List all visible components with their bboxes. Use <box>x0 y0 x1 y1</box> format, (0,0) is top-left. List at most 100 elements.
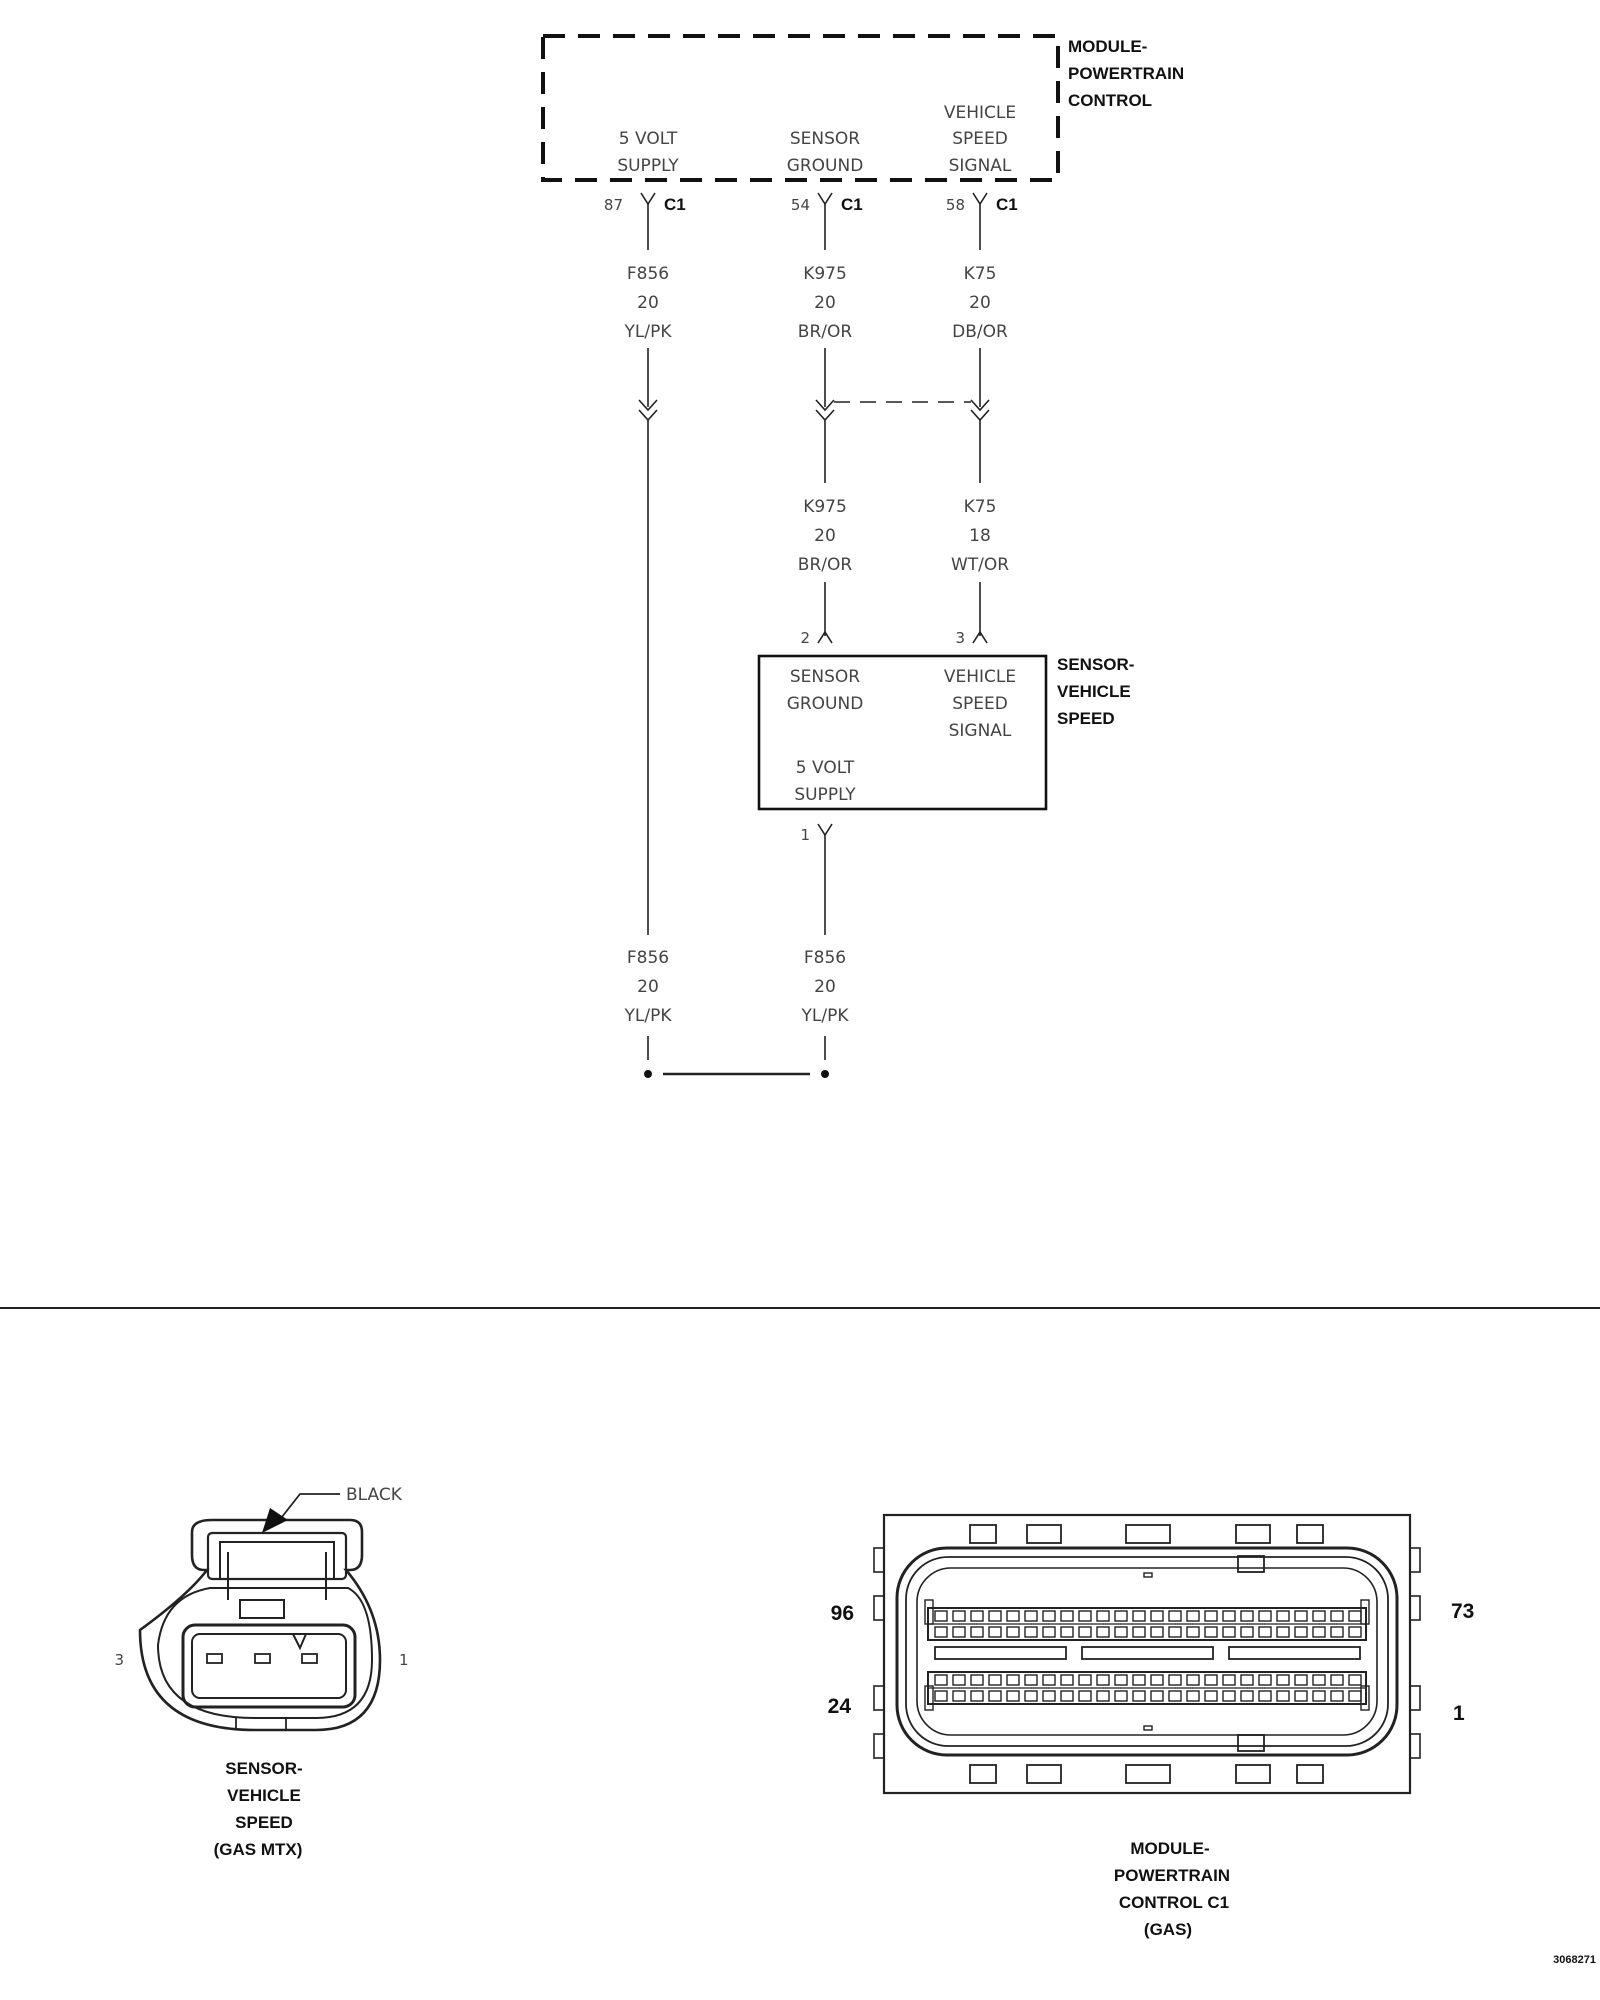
pin-cavity <box>1078 1610 1092 1622</box>
pin-cavity <box>1276 1610 1290 1622</box>
wire-upper-k75-circuit: K75 <box>964 264 997 284</box>
wire-middle-k75-color: WT/OR <box>951 555 1009 575</box>
pcm-pin-54-connector <box>817 192 833 250</box>
sensor-pin-3-connector <box>972 630 988 644</box>
pin-cavity <box>1096 1610 1110 1622</box>
pin-cavity <box>1204 1690 1218 1702</box>
wire-upper-f856-circuit: F856 <box>627 264 669 284</box>
pin-cavity <box>1348 1690 1362 1702</box>
pin-cavity <box>1312 1626 1326 1638</box>
wire-upper-f856-gauge: 20 <box>637 293 659 313</box>
pcm-pin-label-5v-2: SUPPLY <box>617 156 679 176</box>
splice-dot-left <box>644 1070 652 1078</box>
pin-cavity <box>1150 1626 1164 1638</box>
pin-cavity <box>1186 1690 1200 1702</box>
sensor-connector-caption-2: VEHICLE <box>227 1786 301 1805</box>
pin-cavity <box>1042 1610 1056 1622</box>
sensor-signal-label-3: SIGNAL <box>949 721 1012 741</box>
pin-cavity <box>970 1626 984 1638</box>
wire-middle-k75-gauge: 18 <box>969 526 991 546</box>
wire-middle-k975-gauge: 20 <box>814 526 836 546</box>
pin-cavity <box>934 1610 948 1622</box>
pcm-connector-caption-1: MODULE- <box>1130 1839 1209 1858</box>
pin-cavity <box>1294 1674 1308 1686</box>
sensor-ground-label-2: GROUND <box>787 694 864 714</box>
pin-cavity <box>1132 1610 1146 1622</box>
pin-cavity <box>1024 1610 1038 1622</box>
pin-cavity <box>1204 1610 1218 1622</box>
splice-dot-right <box>821 1070 829 1078</box>
sensor-title-line-1: SENSOR- <box>1057 655 1134 674</box>
pin-cavity <box>1078 1690 1092 1702</box>
pcm-title-line-1: MODULE- <box>1068 37 1147 56</box>
pcm-title-line-2: POWERTRAIN <box>1068 64 1184 83</box>
pin-cavity <box>1060 1626 1074 1638</box>
pin-cavity <box>1096 1674 1110 1686</box>
pin-cavity <box>1042 1626 1056 1638</box>
pin-cavity <box>1330 1610 1344 1622</box>
pin-cavity <box>1042 1674 1056 1686</box>
pin-cavity <box>1240 1610 1254 1622</box>
sensor-pin-1-connector <box>817 823 833 837</box>
pin-cavity <box>1312 1690 1326 1702</box>
pin-cavity <box>1348 1674 1362 1686</box>
sensor-pin-number-2: 2 <box>800 629 810 647</box>
pin-cavity <box>952 1674 966 1686</box>
pcm-connector-c1-58: C1 <box>996 195 1018 214</box>
pin-cavity <box>970 1674 984 1686</box>
black-label-leader <box>277 1493 340 1523</box>
pin-cavity <box>1114 1626 1128 1638</box>
pcm-c1-pin-cavities <box>934 1610 1362 1702</box>
pcm-connector-pin-96: 96 <box>831 1602 854 1625</box>
pin-cavity <box>1024 1674 1038 1686</box>
pin-cavity <box>1006 1626 1020 1638</box>
wire-middle-k75-circuit: K75 <box>964 497 997 517</box>
pcm-connector-pin-24: 24 <box>828 1695 852 1718</box>
pcm-connector-pin-1: 1 <box>1453 1702 1465 1725</box>
sensor-ground-label-1: SENSOR <box>790 667 860 687</box>
pin-cavity <box>952 1626 966 1638</box>
pin-cavity <box>988 1626 1002 1638</box>
pin-cavity <box>1186 1626 1200 1638</box>
sensor-connector-pin-left: 3 <box>114 1651 124 1669</box>
sensor-pin-2-connector <box>817 630 833 644</box>
pcm-connector-caption-4: (GAS) <box>1144 1920 1192 1939</box>
pin-cavity <box>934 1690 948 1702</box>
pin-cavity <box>970 1690 984 1702</box>
pin-cavity <box>1024 1626 1038 1638</box>
wire-upper-k975-gauge: 20 <box>814 293 836 313</box>
pin-cavity <box>1132 1626 1146 1638</box>
sensor-title-line-2: VEHICLE <box>1057 682 1131 701</box>
pin-cavity <box>1222 1690 1236 1702</box>
pcm-pin-label-vss-1: VEHICLE <box>944 103 1016 123</box>
pcm-module-box <box>541 34 1060 182</box>
wire-lower-f856-a-color: YL/PK <box>624 1006 673 1026</box>
pin-cavity <box>1294 1690 1308 1702</box>
pin-cavity <box>1240 1626 1254 1638</box>
pin-cavity <box>1132 1690 1146 1702</box>
pin-cavity <box>1240 1674 1254 1686</box>
sensor-vehicle-speed-box <box>757 654 1048 811</box>
pin-cavity <box>1006 1674 1020 1686</box>
pin-cavity <box>1114 1674 1128 1686</box>
pin-cavity <box>1060 1690 1074 1702</box>
pin-cavity <box>1276 1626 1290 1638</box>
sensor-pin-number-1: 1 <box>800 826 810 844</box>
sensor-connector-caption-1: SENSOR- <box>225 1759 302 1778</box>
wire-upper-k975-circuit: K975 <box>803 264 847 284</box>
pin-cavity <box>1006 1610 1020 1622</box>
pcm-pin-label-ground-2: GROUND <box>787 156 864 176</box>
pcm-connector-c1-54: C1 <box>841 195 863 214</box>
pin-cavity <box>1258 1690 1272 1702</box>
pin-cavity <box>1330 1626 1344 1638</box>
pin-cavity <box>1222 1626 1236 1638</box>
pin-cavity <box>1168 1674 1182 1686</box>
pin-cavity <box>1150 1610 1164 1622</box>
wire-upper-k75-color: DB/OR <box>952 322 1008 342</box>
pin-cavity <box>1258 1610 1272 1622</box>
sensor-supply-label-2: SUPPLY <box>794 785 856 805</box>
sensor-title-line-3: SPEED <box>1057 709 1115 728</box>
pin-cavity <box>1222 1674 1236 1686</box>
pcm-connector-pin-73: 73 <box>1451 1600 1474 1623</box>
pin-cavity <box>1294 1610 1308 1622</box>
